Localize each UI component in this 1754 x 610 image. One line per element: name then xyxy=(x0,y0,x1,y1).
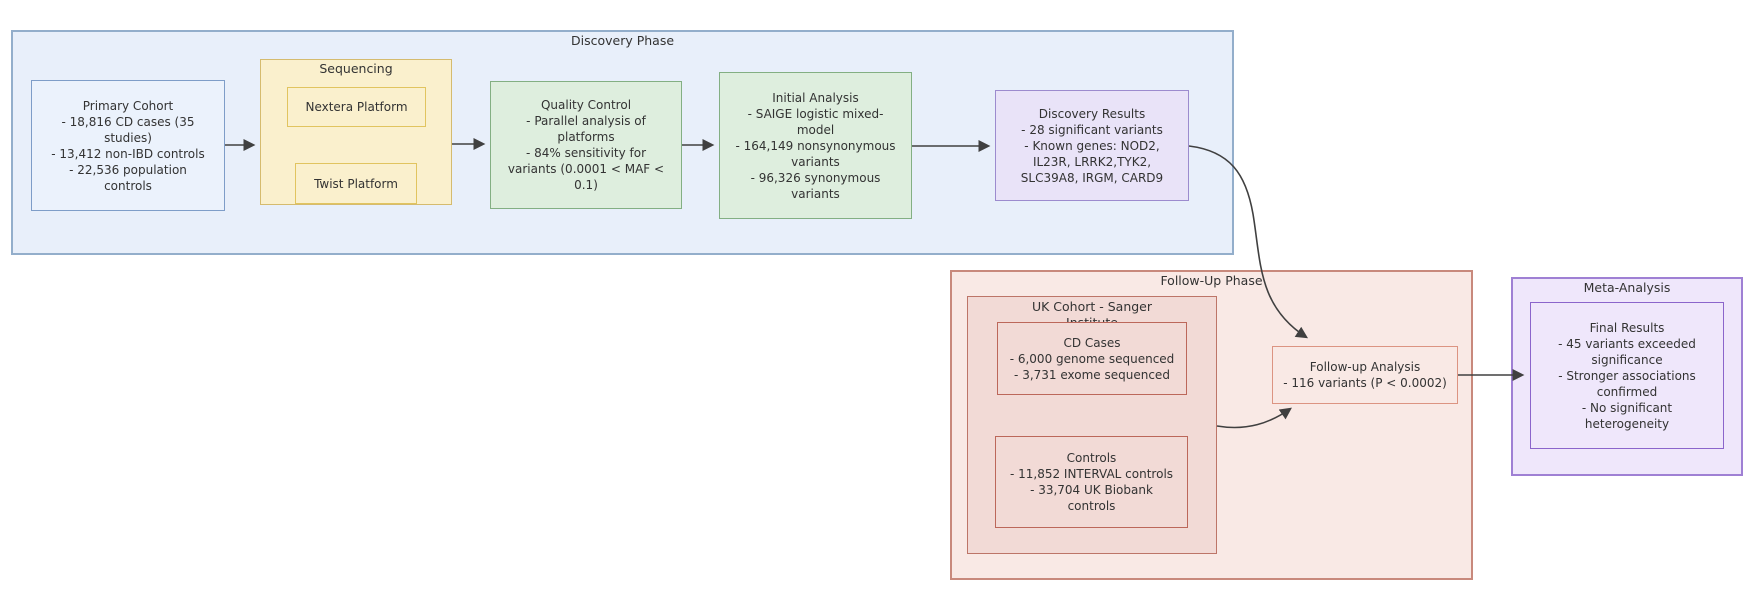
followup-analysis-text: Follow-up Analysis - 116 variants (P < 0… xyxy=(1273,347,1457,403)
text-line: - Known genes: NOD2, xyxy=(1024,138,1160,153)
final-results-node: Final Results - 45 variants exceeded sig… xyxy=(1530,302,1724,449)
text-line: - 45 variants exceeded xyxy=(1558,336,1696,351)
text-line: - Stronger associations xyxy=(1558,368,1696,383)
text-line: controls xyxy=(104,178,152,193)
text-line: - 33,704 UK Biobank xyxy=(1030,483,1153,497)
nextera-platform-text: Nextera Platform xyxy=(288,88,425,126)
discovery-phase-title: Discovery Phase xyxy=(570,33,675,48)
text-line: - 116 variants (P < 0.0002) xyxy=(1283,376,1447,390)
text-line: Follow-up Analysis xyxy=(1309,360,1421,374)
text-line: CD Cases xyxy=(1063,335,1121,350)
text-line: Discovery Results xyxy=(1038,106,1146,121)
initial-analysis-node: Initial Analysis - SAIGE logistic mixed-… xyxy=(719,72,912,219)
text-line: IL23R, LRRK2,TYK2, xyxy=(1032,154,1152,169)
nextera-platform-node: Nextera Platform xyxy=(287,87,426,127)
discovery-results-node: Discovery Results - 28 significant varia… xyxy=(995,90,1189,201)
followup-analysis-node: Follow-up Analysis - 116 variants (P < 0… xyxy=(1272,346,1458,404)
text-line: SLC39A8, IRGM, CARD9 xyxy=(1020,170,1164,185)
text-line: Controls xyxy=(1066,451,1117,465)
final-results-text: Final Results - 45 variants exceeded sig… xyxy=(1531,303,1723,448)
text-line: controls xyxy=(1067,499,1116,513)
text-line: heterogeneity xyxy=(1584,416,1670,431)
text-line: - 18,816 CD cases (35 xyxy=(61,114,195,129)
text-line: significance xyxy=(1591,352,1663,367)
text-line: - Parallel analysis of xyxy=(526,114,646,128)
cd-cases-text: CD Cases - 6,000 genome sequenced - 3,73… xyxy=(998,323,1186,394)
text-line: variants (0.0001 < MAF < xyxy=(507,162,665,176)
text-line: - 3,731 exome sequenced xyxy=(1014,367,1170,382)
controls-node: Controls - 11,852 INTERVAL controls - 33… xyxy=(995,436,1188,528)
text-line: platforms xyxy=(557,130,615,144)
text-line: Twist Platform xyxy=(314,176,398,191)
meta-analysis-title: Meta-Analysis xyxy=(1583,280,1671,295)
discovery-results-text: Discovery Results - 28 significant varia… xyxy=(996,91,1188,200)
text-line: - 28 significant variants xyxy=(1021,122,1163,137)
sequencing-title: Sequencing xyxy=(319,61,393,76)
text-line: Nextera Platform xyxy=(305,100,408,114)
text-line: - 22,536 population xyxy=(69,162,187,177)
text-line: - SAIGE logistic mixed- xyxy=(747,106,884,121)
text-line: - 96,326 synonymous xyxy=(750,170,881,185)
initial-analysis-text: Initial Analysis - SAIGE logistic mixed-… xyxy=(720,73,911,218)
controls-text: Controls - 11,852 INTERVAL controls - 33… xyxy=(996,437,1187,527)
text-line: - 13,412 non-IBD controls xyxy=(51,146,205,161)
text-line: - 84% sensitivity for xyxy=(525,146,647,160)
text-line: - 6,000 genome sequenced xyxy=(1009,351,1175,366)
text-line: confirmed xyxy=(1596,384,1658,399)
text-line: 0.1) xyxy=(574,178,598,192)
text-line: Primary Cohort xyxy=(82,98,174,113)
twist-platform-node: Twist Platform xyxy=(295,163,417,204)
text-line: Final Results xyxy=(1589,320,1665,335)
followup-phase-title: Follow-Up Phase xyxy=(1160,273,1263,288)
text-line: variants xyxy=(791,154,840,169)
text-line: studies) xyxy=(104,130,152,145)
primary-cohort-text: Primary Cohort - 18,816 CD cases (35 stu… xyxy=(32,81,224,210)
uk-cohort-title-line1: UK Cohort - Sanger xyxy=(1031,299,1153,314)
text-line: - No significant xyxy=(1581,400,1673,415)
quality-control-text: Quality Control - Parallel analysis of p… xyxy=(491,82,681,208)
text-line: variants xyxy=(791,186,840,201)
text-line: - 11,852 INTERVAL controls xyxy=(1009,467,1174,481)
quality-control-node: Quality Control - Parallel analysis of p… xyxy=(490,81,682,209)
text-line: model xyxy=(796,122,835,137)
text-line: Initial Analysis xyxy=(772,90,859,105)
primary-cohort-node: Primary Cohort - 18,816 CD cases (35 stu… xyxy=(31,80,225,211)
text-line: - 164,149 nonsynonymous xyxy=(735,138,896,153)
cd-cases-node: CD Cases - 6,000 genome sequenced - 3,73… xyxy=(997,322,1187,395)
text-line: Quality Control xyxy=(540,98,632,112)
twist-platform-text: Twist Platform xyxy=(296,164,416,203)
